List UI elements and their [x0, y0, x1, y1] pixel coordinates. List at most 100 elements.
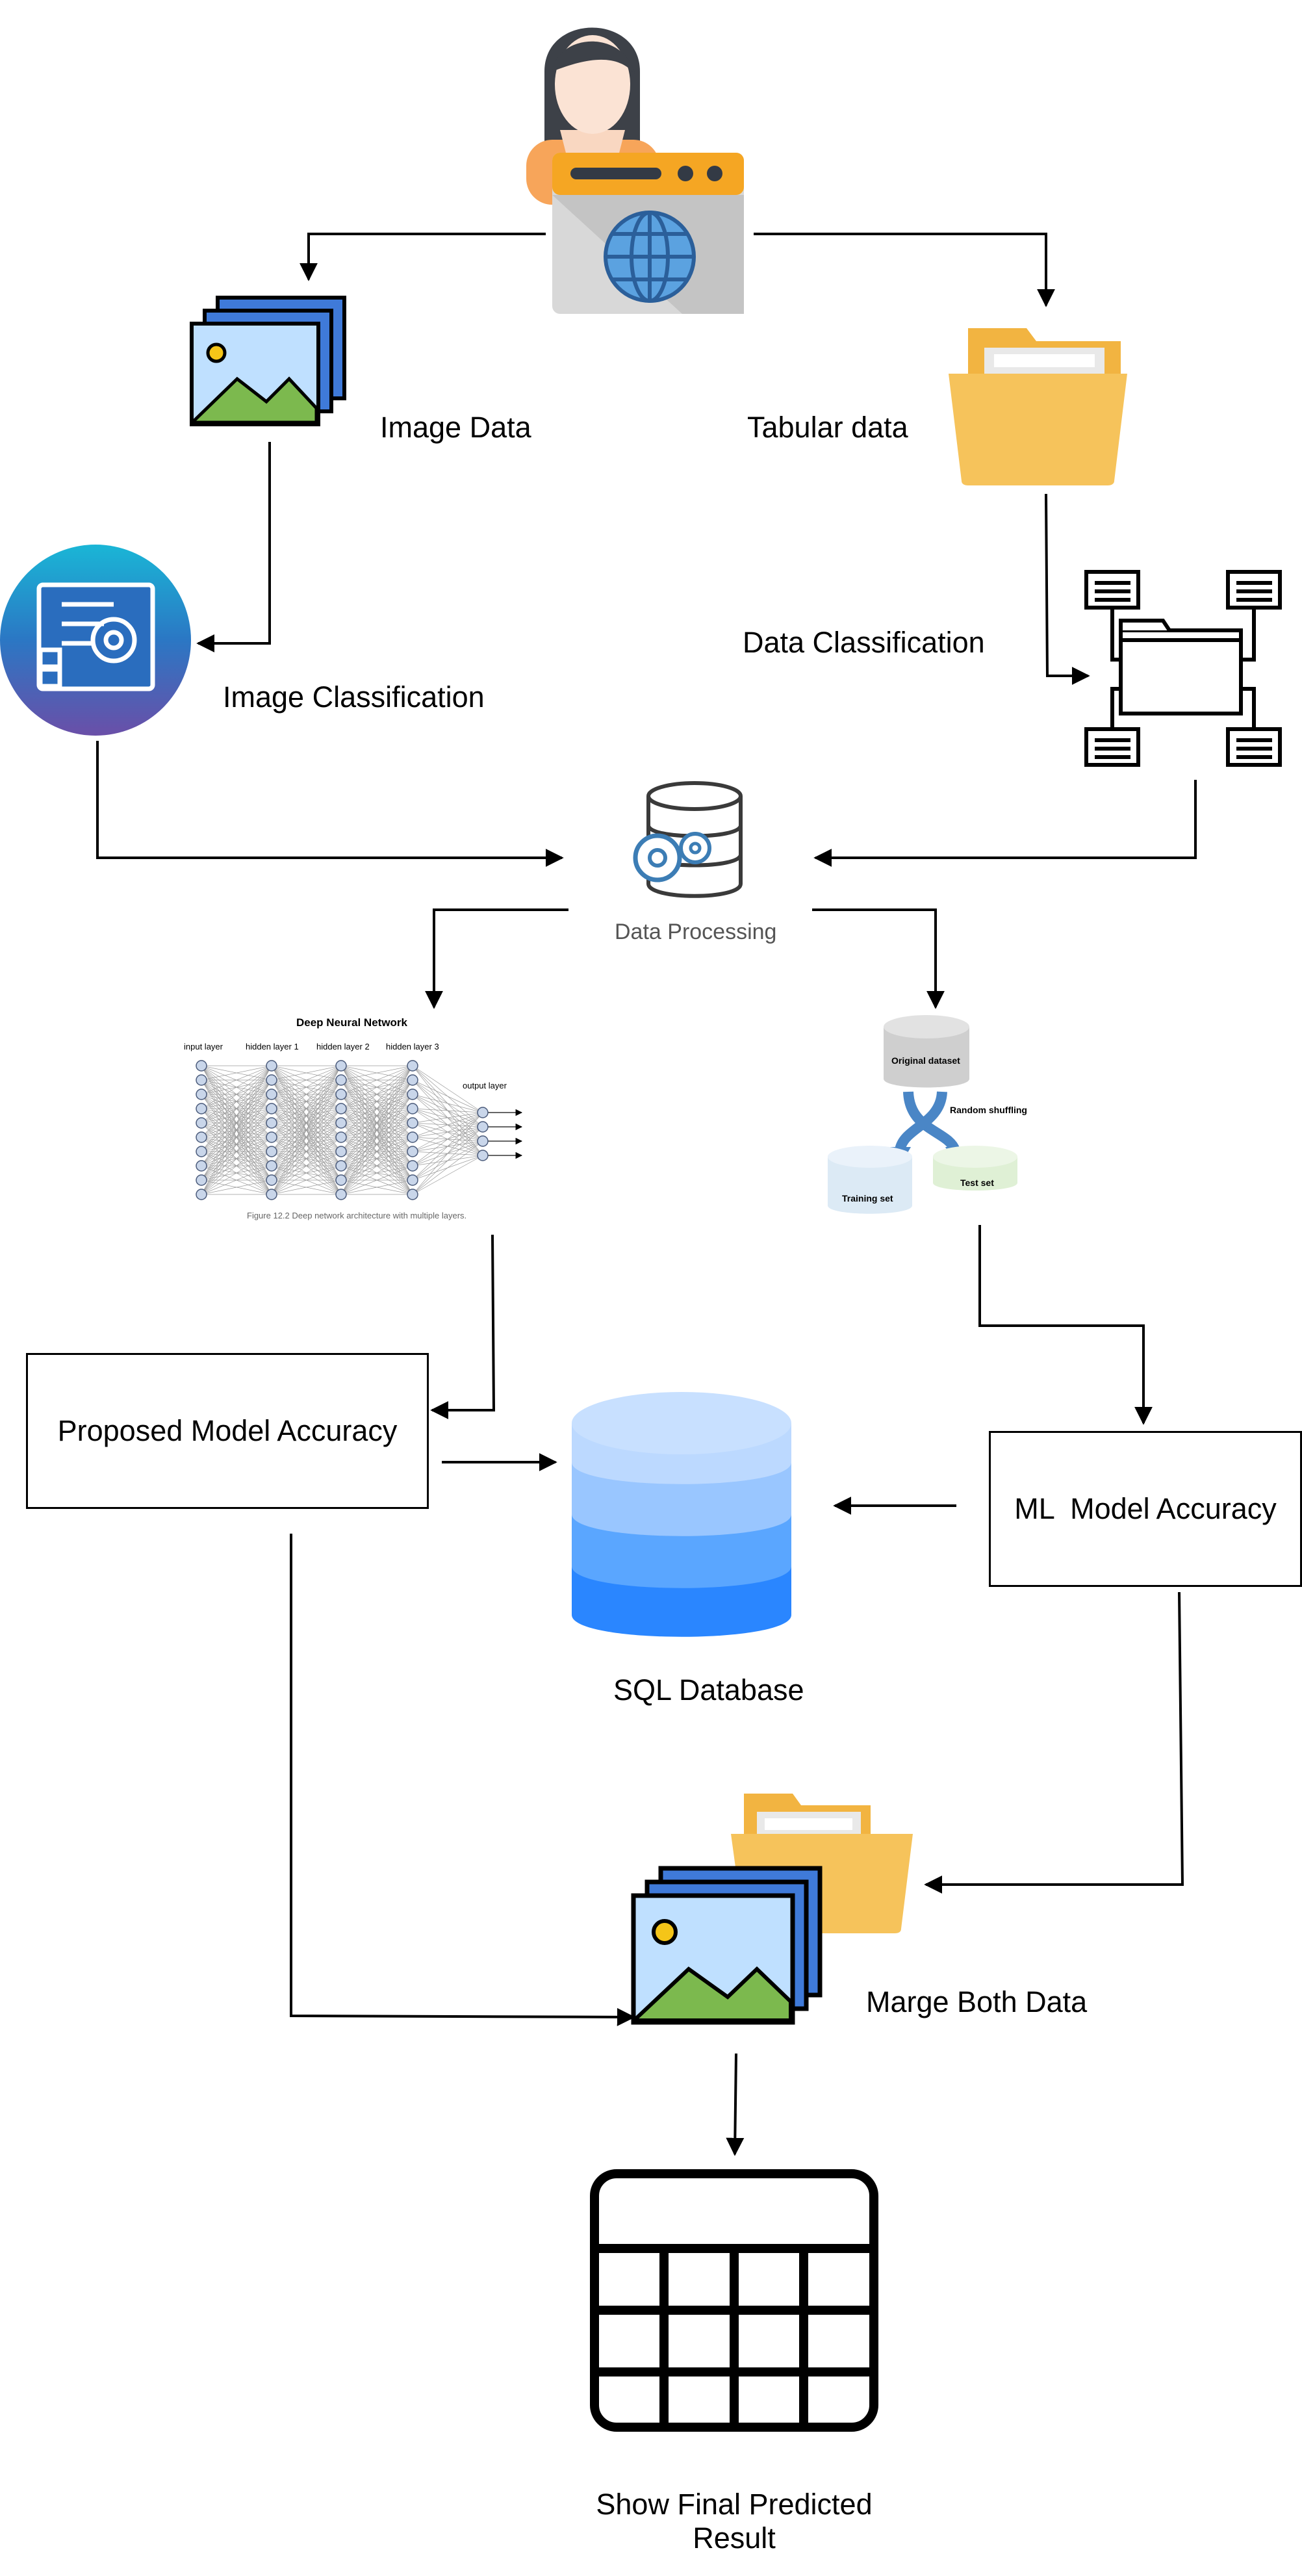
nn-edge: [201, 1137, 272, 1195]
nn-node: [477, 1121, 489, 1133]
nn-node: [266, 1160, 277, 1172]
nn-edge: [412, 1112, 483, 1152]
nn-edge: [201, 1065, 272, 1195]
merge-image-stack-icon: [631, 1866, 823, 2025]
arrow-neural-network-to-proposed: [430, 1234, 496, 1419]
data-classification-label: Data Classification: [743, 626, 985, 659]
nn-node: [335, 1160, 347, 1172]
nn-node: [266, 1189, 277, 1200]
nn-node: [266, 1074, 277, 1086]
nn-edge: [340, 1065, 413, 1138]
nn-edge: [340, 1065, 413, 1166]
image-data-icon: [190, 296, 346, 426]
nn-edge: [271, 1065, 342, 1095]
arrow-processing-to-split: [812, 908, 945, 1009]
nn-node: [407, 1146, 418, 1157]
tabular-data-label: Tabular data: [747, 411, 908, 444]
nn-edge: [201, 1108, 272, 1195]
nn-node: [407, 1160, 418, 1172]
nn-edge: [271, 1065, 342, 1181]
arrow-ml-to-merge: [924, 1591, 1184, 1894]
arrow-data-classification-to-processing: [813, 780, 1197, 867]
data-classification-icon: [1084, 570, 1282, 767]
tabular-data-folder-icon: [949, 328, 1127, 485]
nn-layer-label: hidden layer 2: [316, 1042, 370, 1051]
image-classification-label: Image Classification: [223, 680, 485, 714]
nn-node: [407, 1117, 418, 1129]
nn-edge: [201, 1065, 272, 1095]
result-table-icon: [590, 2169, 878, 2432]
split-training-label: Training set: [842, 1193, 893, 1204]
arrow-merge-to-result: [726, 2053, 745, 2156]
nn-node: [407, 1189, 418, 1200]
show-final-result-label: Show Final Predicted Result: [572, 2488, 897, 2555]
nn-node: [266, 1060, 277, 1072]
nn-edge: [412, 1126, 483, 1195]
image-classification-icon: [0, 545, 191, 736]
user-web-icon: [526, 27, 744, 314]
nn-edge: [340, 1065, 413, 1152]
nn-edge: [201, 1079, 272, 1195]
split-shuffle-label: Random shuffling: [950, 1105, 1027, 1115]
data-processing-label: Data Processing: [615, 920, 777, 944]
data-processing-icon: [633, 781, 743, 898]
nn-edge: [412, 1155, 483, 1195]
nn-edge: [340, 1179, 413, 1195]
nn-node: [407, 1074, 418, 1086]
nn-edge: [412, 1112, 483, 1166]
nn-node: [196, 1088, 207, 1100]
arrow-processing-to-neural-network: [425, 908, 568, 1009]
split-original-label: Original dataset: [891, 1055, 960, 1066]
nn-edge: [271, 1108, 342, 1195]
nn-edge: [271, 1137, 342, 1195]
nn-edge: [201, 1065, 272, 1138]
nn-edge: [201, 1122, 272, 1195]
nn-layer-label: hidden layer 3: [386, 1042, 439, 1051]
nn-node: [407, 1174, 418, 1186]
nn-edge: [201, 1065, 272, 1181]
nn-node: [196, 1189, 207, 1200]
nn-node: [407, 1088, 418, 1100]
nn-node: [335, 1131, 347, 1143]
image-data-label: Image Data: [380, 411, 531, 444]
nn-edge: [340, 1094, 413, 1195]
sql-database-icon: [572, 1392, 791, 1637]
split-test-label: Test set: [960, 1178, 994, 1188]
nn-node: [335, 1060, 347, 1072]
nn-node: [335, 1074, 347, 1086]
nn-node: [407, 1131, 418, 1143]
arrow-user-to-image-data: [300, 233, 546, 281]
nn-edge: [201, 1065, 272, 1166]
nn-edge: [340, 1065, 413, 1109]
arrow-user-to-tabular-data: [754, 233, 1055, 307]
nn-node: [477, 1107, 489, 1118]
nn-node: [407, 1103, 418, 1114]
nn-edge: [340, 1108, 413, 1195]
nn-edge: [412, 1108, 483, 1113]
neural-network-figure: [196, 1060, 523, 1200]
nn-layer-label: output layer: [463, 1081, 507, 1090]
nn-node: [196, 1117, 207, 1129]
nn-edge: [271, 1065, 342, 1109]
nn-node: [477, 1135, 489, 1147]
nn-edge: [201, 1065, 272, 1124]
nn-edge: [201, 1151, 272, 1195]
nn-node: [196, 1103, 207, 1114]
nn-node: [266, 1174, 277, 1186]
nn-edge: [201, 1179, 272, 1195]
nn-edge: [271, 1122, 342, 1195]
arrow-split-to-ml-accuracy: [978, 1225, 1153, 1425]
nn-edge: [340, 1165, 413, 1195]
nn-edge: [271, 1079, 342, 1195]
nn-node: [196, 1146, 207, 1157]
nn-edge: [201, 1065, 272, 1081]
nn-node: [335, 1088, 347, 1100]
nn-node: [335, 1117, 347, 1129]
nn-edge: [271, 1065, 342, 1195]
nn-edge: [340, 1065, 413, 1124]
nn-node: [196, 1060, 207, 1072]
sql-database-label: SQL Database: [613, 1673, 804, 1707]
nn-edge: [201, 1065, 272, 1152]
nn-node: [196, 1174, 207, 1186]
